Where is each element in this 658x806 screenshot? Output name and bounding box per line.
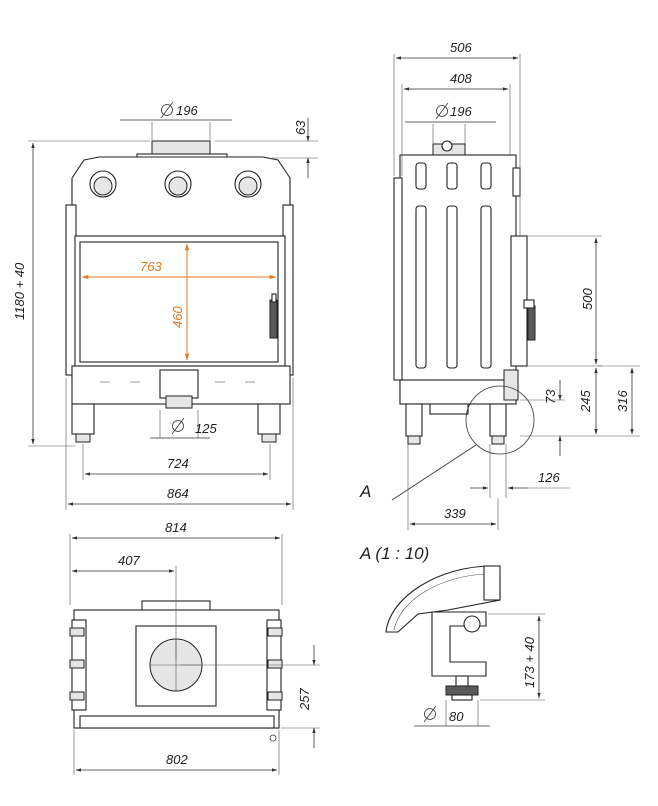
detail-foot xyxy=(445,685,479,696)
dim-126-label: 126 xyxy=(538,470,560,485)
top-side-brackets xyxy=(69,627,283,701)
detail-circle-a xyxy=(465,385,535,455)
detail-hood xyxy=(385,565,501,633)
detail-view: A (1 : 10) 173 + 40 80 xyxy=(359,544,545,727)
detail-title: A (1 : 10) xyxy=(359,544,429,563)
detail-bracket xyxy=(431,611,487,677)
glass-height-label: 460 xyxy=(170,306,185,328)
depth-inner-label: 408 xyxy=(450,71,472,86)
bottom-diameter-label: 125 xyxy=(195,421,217,436)
top-view: 814 407 257 802 xyxy=(69,520,320,775)
vent-holes xyxy=(89,170,262,198)
side-flue-diameter-label: 196 xyxy=(450,104,472,119)
glass-width-label: 763 xyxy=(140,259,162,274)
total-height-label: 1180 + 40 xyxy=(12,262,27,320)
dim-73-label: 73 xyxy=(543,389,558,404)
door-handle xyxy=(269,299,278,339)
dim-316-label: 316 xyxy=(615,390,630,412)
front-top-body xyxy=(71,156,291,241)
side-slots xyxy=(415,162,492,369)
flue-height-label: 63 xyxy=(293,120,308,135)
dim-339-label: 339 xyxy=(444,506,466,521)
door-height-label: 500 xyxy=(580,288,595,310)
detail-bolt xyxy=(463,615,481,633)
top-offset-407-label: 407 xyxy=(118,553,140,568)
front-flue-diameter-label: 196 xyxy=(176,103,198,118)
left-leg xyxy=(71,403,95,435)
detail-diameter-label: 80 xyxy=(449,709,464,724)
top-width-802-label: 802 xyxy=(166,752,188,767)
right-leg xyxy=(257,403,281,435)
dim-245-label: 245 xyxy=(578,390,593,413)
detail-height-label: 173 + 40 xyxy=(522,636,537,688)
total-width-label: 864 xyxy=(167,486,189,501)
top-depth-257-label: 257 xyxy=(297,688,312,711)
front-view: 763 460 196 63 1180 + 40 125 724 864 xyxy=(12,101,318,510)
detail-ref-label: A xyxy=(359,482,371,501)
top-width-814-label: 814 xyxy=(165,520,187,535)
side-view: A 506 408 196 500 73 245 316 xyxy=(359,40,640,530)
leg-spacing-label: 724 xyxy=(167,456,189,471)
glass-panel xyxy=(79,241,279,363)
depth-total-label: 506 xyxy=(450,40,472,55)
